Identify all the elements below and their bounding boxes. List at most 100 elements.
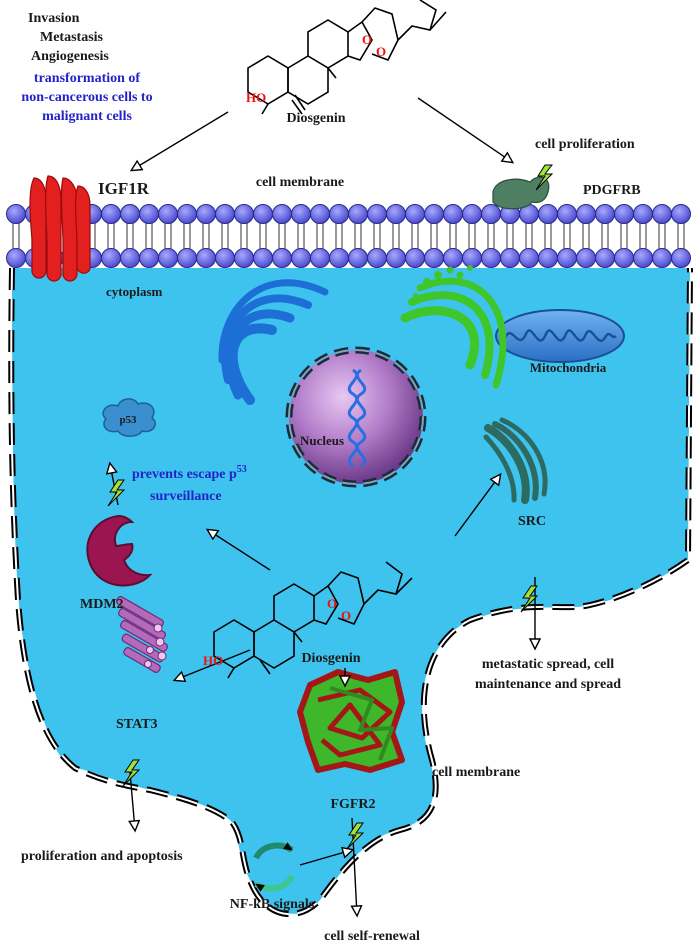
label-ho-top: HO xyxy=(246,90,266,105)
lipid-head xyxy=(101,248,121,268)
lipid-head xyxy=(405,204,425,224)
src-shape xyxy=(483,417,548,504)
lipid-head xyxy=(329,204,349,224)
lipid-head xyxy=(196,248,216,268)
lipid-head xyxy=(595,248,615,268)
label-mdm2: MDM2 xyxy=(80,597,124,612)
label-diosgenin-center: Diosgenin xyxy=(301,651,360,666)
lipid-head xyxy=(481,248,501,268)
lipid-head xyxy=(443,204,463,224)
label-fgfr2: FGFR2 xyxy=(330,797,375,812)
label-o-center-2: O xyxy=(341,608,351,623)
lipid-head xyxy=(196,204,216,224)
lipid-head xyxy=(652,248,672,268)
label-self-renewal: cell self-renewal xyxy=(324,929,420,944)
label-cytoplasm: cytoplasm xyxy=(106,284,163,299)
lipid-head xyxy=(6,248,26,268)
lipid-head xyxy=(462,204,482,224)
lipid-head xyxy=(177,248,197,268)
igf1r-receptor xyxy=(29,175,91,282)
lipid-head xyxy=(462,248,482,268)
arrows xyxy=(110,97,535,915)
lipid-head xyxy=(272,248,292,268)
lipid-head xyxy=(6,204,26,224)
lipid-head xyxy=(500,248,520,268)
pdgfrb-receptor xyxy=(492,176,550,210)
label-nfkb: NF-kB signals xyxy=(230,897,315,912)
lipid-head xyxy=(253,204,273,224)
label-metastatic-1: metastatic spread, cell xyxy=(482,657,614,672)
prevents-sup: 53 xyxy=(237,464,247,475)
diosgenin-molecule-center xyxy=(213,561,413,679)
lipid-head xyxy=(576,248,596,268)
label-transformation-2: non-cancerous cells to xyxy=(21,90,152,105)
lipid-head xyxy=(101,204,121,224)
label-o-top-2: O xyxy=(376,44,386,59)
cell-membrane-inner xyxy=(10,267,691,916)
lipid-head xyxy=(424,248,444,268)
label-angiogenesis: Angiogenesis xyxy=(31,49,109,64)
lipid-head xyxy=(177,204,197,224)
p53-shape xyxy=(102,398,156,437)
label-igf1r: IGF1R xyxy=(98,179,150,198)
label-metastasis: Metastasis xyxy=(40,30,104,45)
lipid-head xyxy=(633,204,653,224)
text-labels: Invasion Metastasis Angiogenesis transfo… xyxy=(21,11,641,944)
label-transformation-3: malignant cells xyxy=(42,109,132,124)
golgi-green xyxy=(400,277,507,389)
mitochondria xyxy=(495,309,625,363)
label-p53: p53 xyxy=(119,414,137,426)
lipid-head xyxy=(424,204,444,224)
golgi-blue xyxy=(218,279,329,405)
lipid-head xyxy=(405,248,425,268)
label-src: SRC xyxy=(518,514,546,529)
lipid-head xyxy=(557,248,577,268)
lipid-head xyxy=(120,248,140,268)
lipid-head xyxy=(576,204,596,224)
label-metastatic-2: maintenance and spread xyxy=(475,677,621,692)
lipid-head xyxy=(234,248,254,268)
label-cell-membrane-bottom: cell membrane xyxy=(432,765,520,780)
label-nucleus: Nucleus xyxy=(300,433,344,448)
lipid-head xyxy=(215,248,235,268)
lipid-head xyxy=(139,204,159,224)
label-pdgfrb: PDGFRB xyxy=(583,183,641,198)
lipid-head xyxy=(139,248,159,268)
lipid-head xyxy=(291,204,311,224)
lipid-head xyxy=(481,204,501,224)
lipid-head xyxy=(538,248,558,268)
lipid-head xyxy=(557,204,577,224)
lipid-head xyxy=(538,204,558,224)
label-cell-membrane-top: cell membrane xyxy=(256,175,344,190)
label-stat3: STAT3 xyxy=(116,717,158,732)
nfkb-icon xyxy=(253,842,295,892)
green-vesicles xyxy=(413,265,473,299)
lightning-icons xyxy=(107,164,554,850)
label-o-top-1: O xyxy=(362,32,372,47)
lipid-head xyxy=(291,248,311,268)
label-cell-proliferation: cell proliferation xyxy=(535,137,635,152)
lipid-bilayer xyxy=(6,204,691,268)
label-o-center-1: O xyxy=(327,596,337,611)
lipid-head xyxy=(671,248,691,268)
lipid-head xyxy=(310,248,330,268)
lipid-head xyxy=(120,204,140,224)
lipid-head xyxy=(234,204,254,224)
lipid-head xyxy=(329,248,349,268)
lipid-head xyxy=(253,248,273,268)
mdm2-shape xyxy=(86,514,153,587)
lipid-head xyxy=(614,248,634,268)
stat3-shape xyxy=(115,596,169,673)
label-diosgenin-top: Diosgenin xyxy=(286,111,345,126)
lipid-head xyxy=(633,248,653,268)
lipid-head xyxy=(215,204,235,224)
lipid-head xyxy=(367,248,387,268)
lipid-head xyxy=(386,204,406,224)
lipid-head xyxy=(367,204,387,224)
lipid-head xyxy=(386,248,406,268)
lipid-head xyxy=(595,204,615,224)
label-prevents-2: surveillance xyxy=(150,489,222,504)
lipid-head xyxy=(671,204,691,224)
